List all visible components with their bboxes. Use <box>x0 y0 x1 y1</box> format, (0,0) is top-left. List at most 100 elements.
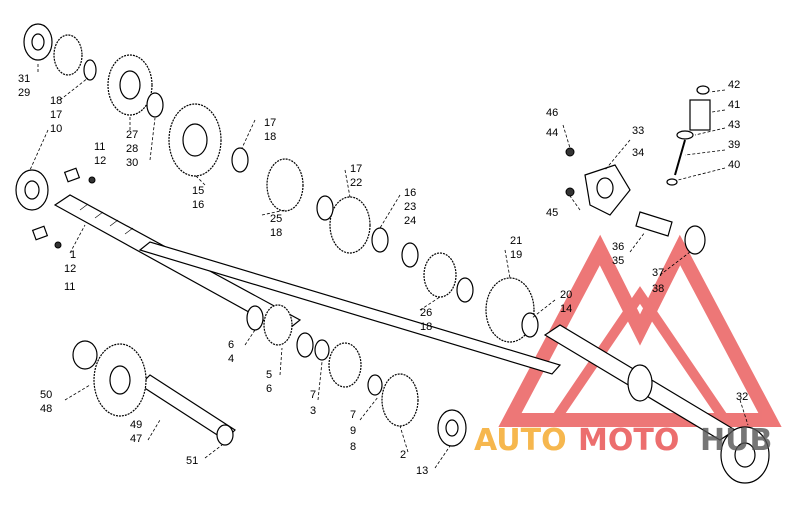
washer-51 <box>216 424 234 446</box>
gear-15-hub <box>182 123 208 157</box>
washer-18a <box>83 59 97 81</box>
bolt-45 <box>565 187 575 197</box>
callout-14: 14 <box>560 303 572 315</box>
callout-51: 51 <box>186 455 198 467</box>
callout-32: 32 <box>736 391 748 403</box>
callout-46: 46 <box>546 107 558 119</box>
watermark-auto: AUTO <box>474 423 567 458</box>
callout-22: 22 <box>350 177 362 189</box>
callout-31: 31 <box>18 73 30 85</box>
gears <box>53 34 535 427</box>
callout-41: 41 <box>728 99 740 111</box>
gear-3 <box>328 342 362 388</box>
gear-22 <box>329 196 371 254</box>
callout-38: 38 <box>652 283 664 295</box>
hardware <box>31 167 96 249</box>
callout-25: 25 <box>270 213 282 225</box>
oring-43 <box>676 130 694 140</box>
callout-23: 23 <box>404 201 416 213</box>
callout-45: 45 <box>546 207 558 219</box>
callout-47: 47 <box>130 433 142 445</box>
gear-26 <box>423 252 457 298</box>
callout-11b: 11 <box>64 281 75 293</box>
callout-28: 28 <box>126 143 138 155</box>
input-shaft <box>53 194 562 375</box>
callout-33: 33 <box>632 125 644 137</box>
callout-1: 1 <box>70 249 76 261</box>
callout-11: 11 <box>94 141 105 153</box>
callout-44: 44 <box>546 127 558 139</box>
watermark-hub: HUB <box>700 423 772 458</box>
bearing-31-bore <box>31 33 45 51</box>
callout-9: 9 <box>350 425 356 437</box>
callout-6b: 6 <box>266 383 272 395</box>
washers <box>83 59 539 446</box>
ring-7a <box>314 339 330 361</box>
gear-29 <box>53 34 83 76</box>
gear-27-hub <box>119 70 141 100</box>
callout-36: 36 <box>612 241 624 253</box>
cap-42 <box>696 85 710 95</box>
bearings <box>15 23 770 484</box>
callout-12b: 12 <box>64 263 76 275</box>
callout-2: 2 <box>400 449 406 461</box>
countershaft <box>139 374 236 441</box>
callout-7b: 7 <box>350 409 356 421</box>
washer-17 <box>231 147 249 173</box>
key-11b <box>31 225 49 241</box>
callout-18d: 18 <box>420 321 432 333</box>
callout-40: 40 <box>728 159 740 171</box>
callout-27: 27 <box>126 129 138 141</box>
shift-assembly <box>565 85 711 255</box>
pin-39 <box>674 139 686 176</box>
gear-50-collar <box>72 340 98 370</box>
callout-17: 17 <box>50 109 62 121</box>
callout-8: 8 <box>350 441 356 453</box>
ring-7b <box>367 374 383 396</box>
callout-13: 13 <box>416 465 428 477</box>
callout-12: 12 <box>94 155 106 167</box>
gear-5 <box>263 304 293 346</box>
bearing-13-bore <box>445 419 459 437</box>
seal-37 <box>684 225 706 255</box>
bearing-32-bore <box>734 442 756 468</box>
bolt-44 <box>565 147 575 157</box>
callout-42: 42 <box>728 79 740 91</box>
countershaft-body <box>139 374 236 441</box>
shaft-spline-section <box>53 194 302 333</box>
callout-43: 43 <box>728 119 740 131</box>
output-shaft <box>543 324 737 441</box>
gear-9 <box>381 373 419 427</box>
callout-3: 3 <box>310 405 316 417</box>
housing-bore <box>596 177 614 199</box>
washer-18d <box>456 277 474 303</box>
shaft-body <box>138 241 562 375</box>
callout-labels: 31 29 18 17 10 27 28 30 11 12 15 16 17 1… <box>18 73 748 477</box>
callout-37: 37 <box>652 267 664 279</box>
watermark-moto: MOTO <box>578 423 679 458</box>
washer-6a <box>246 305 264 331</box>
washer-23 <box>371 227 389 253</box>
callout-18: 18 <box>50 95 62 107</box>
key-11a <box>63 167 81 183</box>
bolt-12a <box>88 176 96 184</box>
callout-16b: 16 <box>404 187 416 199</box>
callout-17b: 17 <box>264 117 276 129</box>
callout-49: 49 <box>130 419 142 431</box>
callout-26: 26 <box>420 307 432 319</box>
callout-35: 35 <box>612 255 624 267</box>
callout-10: 10 <box>50 123 62 135</box>
spring-41 <box>689 99 711 131</box>
washer-17c <box>316 195 334 221</box>
callout-5: 5 <box>266 369 272 381</box>
callout-30: 30 <box>126 157 138 169</box>
washer-14 <box>521 312 539 338</box>
callout-7a: 7 <box>310 389 316 401</box>
callout-20: 20 <box>560 289 572 301</box>
callout-29: 29 <box>18 87 30 99</box>
washer-24 <box>401 242 419 268</box>
gear-25 <box>266 158 304 212</box>
callout-16: 16 <box>192 199 204 211</box>
